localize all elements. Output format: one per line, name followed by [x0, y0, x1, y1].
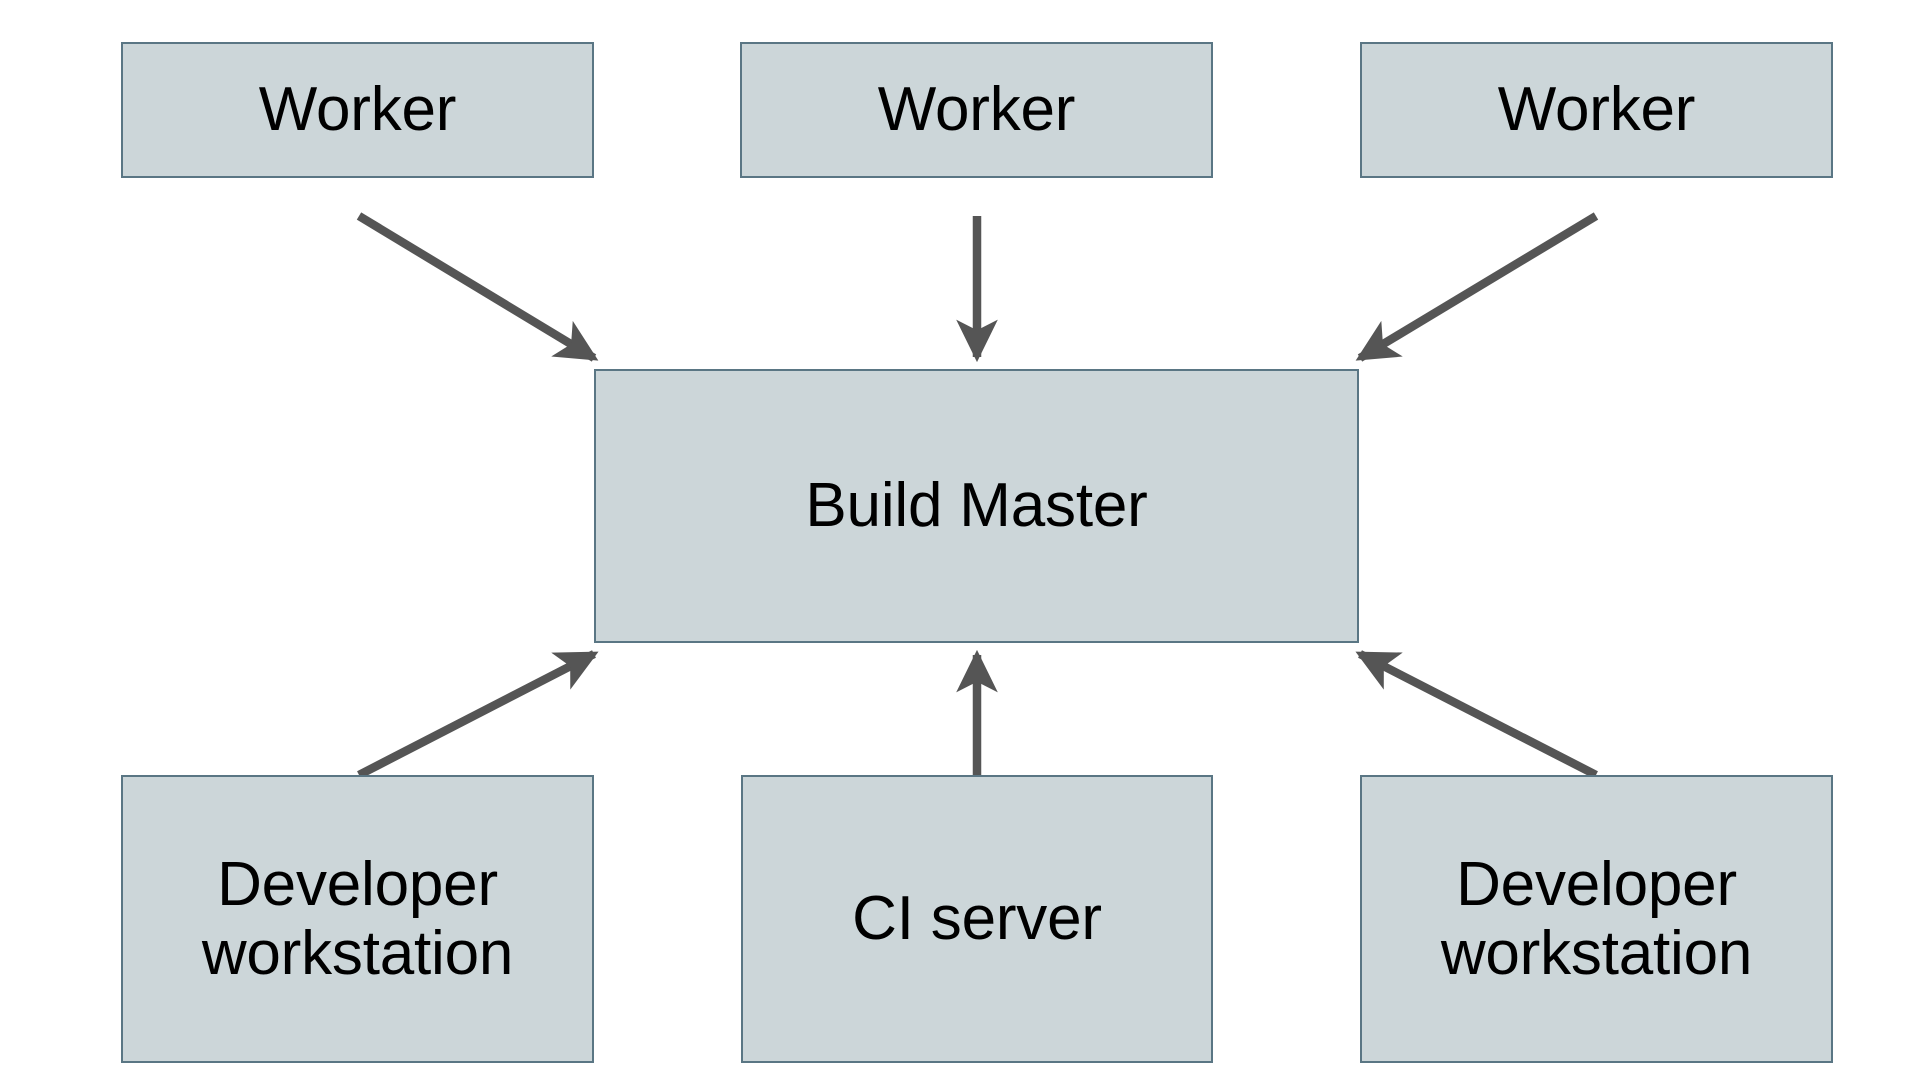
- node-developer-workstation-right[interactable]: Developer workstation: [1360, 775, 1833, 1063]
- node-ci-server-label: CI server: [852, 884, 1102, 954]
- node-worker-1-label: Worker: [258, 75, 457, 145]
- node-build-master-label: Build Master: [805, 471, 1148, 541]
- node-build-master[interactable]: Build Master: [594, 369, 1359, 643]
- node-worker-1[interactable]: Worker: [121, 42, 594, 178]
- node-worker-3[interactable]: Worker: [1360, 42, 1833, 178]
- node-worker-2[interactable]: Worker: [740, 42, 1213, 178]
- edge-dev-left-to-master: [357, 650, 599, 779]
- node-ci-server[interactable]: CI server: [741, 775, 1213, 1063]
- node-developer-workstation-left[interactable]: Developer workstation: [121, 775, 594, 1063]
- node-worker-2-label: Worker: [877, 75, 1076, 145]
- node-developer-workstation-right-label: Developer workstation: [1440, 849, 1753, 988]
- edge-worker-3-to-master: [1355, 212, 1599, 362]
- edge-dev-right-to-master: [1355, 650, 1598, 779]
- edge-worker-1-to-master: [356, 212, 599, 362]
- node-worker-3-label: Worker: [1497, 75, 1696, 145]
- node-developer-workstation-left-label: Developer workstation: [201, 849, 514, 988]
